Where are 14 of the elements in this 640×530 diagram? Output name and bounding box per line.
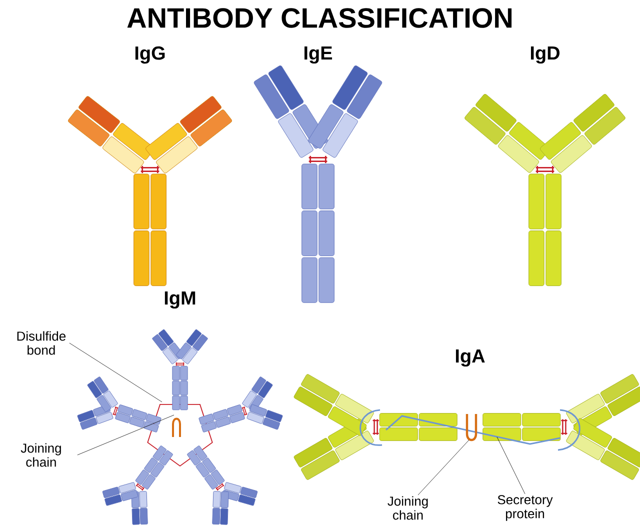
leader-line	[418, 440, 470, 496]
antibody-label: IgD	[530, 46, 560, 64]
antibody-label: IgM	[164, 291, 196, 309]
leader-line	[69, 342, 162, 402]
title: ANTIBODY CLASSIFICATION	[127, 8, 512, 28]
callout-label: Disulfide bond	[17, 331, 66, 355]
callout-label: Joining chain	[20, 443, 61, 467]
antibody-label: IgG	[135, 46, 165, 64]
callout-label: Joining chain	[388, 496, 428, 520]
antibody-label: IgE	[304, 46, 332, 64]
leader-line	[77, 414, 174, 456]
leader-line	[496, 436, 526, 494]
callout-label: Secretory protein	[498, 495, 553, 521]
antibody-label: IgA	[456, 349, 485, 367]
